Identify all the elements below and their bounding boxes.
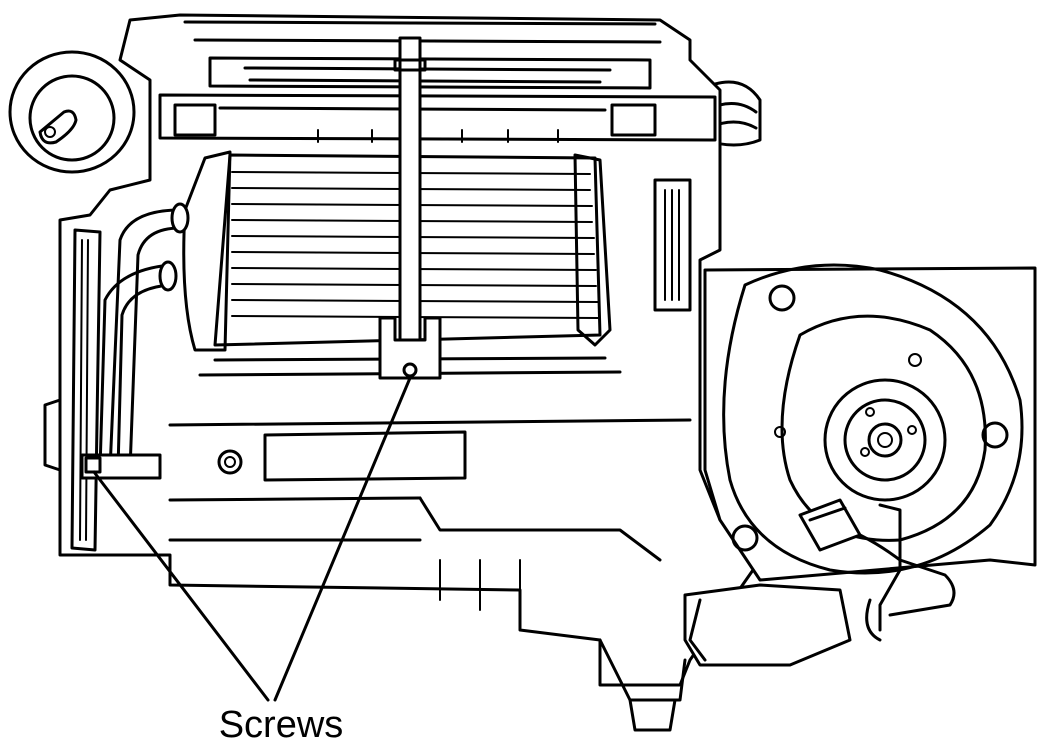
callout-leader-lines <box>92 376 412 702</box>
center-bracket <box>378 36 442 380</box>
blower-motor-assembly <box>703 263 1037 582</box>
left-edge-bracket <box>43 398 62 472</box>
motor-wiring-connector <box>798 498 956 642</box>
left-round-actuator <box>8 50 136 174</box>
screw-left <box>84 456 102 474</box>
heater-hoses <box>80 202 190 480</box>
callout-label-screws: Screws <box>218 704 344 746</box>
blower-resistor-block <box>683 583 852 667</box>
screw-center <box>402 362 418 378</box>
lower-housing <box>168 418 692 732</box>
